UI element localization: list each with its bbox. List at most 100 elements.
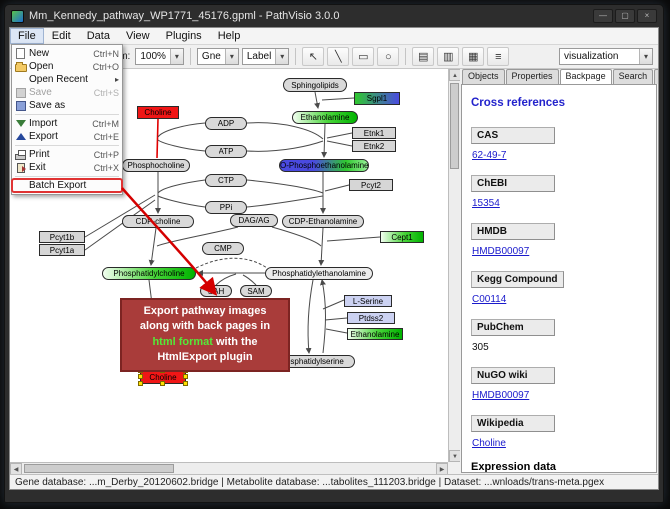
xref-link[interactable]: 15354 xyxy=(472,198,500,209)
pathway-node-pcyt2[interactable]: Pcyt2 xyxy=(349,179,393,191)
menu-item-print[interactable]: Print Ctrl+P xyxy=(12,148,122,161)
menu-view[interactable]: View xyxy=(125,30,150,42)
xref-link[interactable]: HMDB00097 xyxy=(472,246,530,257)
pathway-node-phosphocholine[interactable]: Phosphocholine xyxy=(122,159,190,172)
pathway-node-ctp[interactable]: CTP xyxy=(205,174,247,187)
menu-item-save-as[interactable]: Save as xyxy=(12,99,122,112)
pathway-node-cmp[interactable]: CMP xyxy=(202,242,244,255)
pathway-node-ptdss2[interactable]: Ptdss2 xyxy=(347,312,395,324)
menu-help[interactable]: Help xyxy=(217,30,241,42)
pathway-node-ethanolamine-2[interactable]: Ethanolamine xyxy=(347,328,403,340)
xref-link[interactable]: Choline xyxy=(472,438,506,449)
pathway-node-phosphatidylethanolamine[interactable]: Phosphatidylethanolamine xyxy=(265,267,373,280)
pathway-node-pcyt1a[interactable]: Pcyt1a xyxy=(39,244,85,256)
pathway-node-dag-ag[interactable]: DAG/AG xyxy=(230,214,278,227)
pathway-node-sphingolipids[interactable]: Sphingolipids xyxy=(283,78,347,92)
visualization-value: visualization xyxy=(564,51,619,62)
label-tool-select[interactable]: Label ▾ xyxy=(241,48,290,65)
align-horizontal-button[interactable]: ▤ xyxy=(412,47,435,66)
minimize-button[interactable]: — xyxy=(593,9,613,23)
distribute-button[interactable]: ≡ xyxy=(487,47,510,66)
tab-search[interactable]: Search xyxy=(612,69,654,84)
pathway-node-sam[interactable]: SAM xyxy=(240,285,272,297)
horizontal-scrollbar[interactable]: ◀ ▶ xyxy=(10,462,448,475)
menu-item-open[interactable]: Open Ctrl+O xyxy=(12,60,122,73)
menu-item-import[interactable]: Import Ctrl+M xyxy=(12,117,122,130)
selection-handle[interactable] xyxy=(183,381,188,386)
tab-objects[interactable]: Objects xyxy=(462,69,505,84)
pathway-node-atp[interactable]: ATP xyxy=(205,145,247,158)
pathway-canvas[interactable]: Export pathway images along with back pa… xyxy=(10,69,448,462)
xref-link[interactable]: 62-49-7 xyxy=(472,150,507,161)
menu-item-new[interactable]: New Ctrl+N xyxy=(12,47,122,60)
scroll-right-icon[interactable]: ▶ xyxy=(436,463,448,475)
stack-button[interactable]: ▦ xyxy=(462,47,485,66)
menu-separator xyxy=(15,145,119,146)
pathway-node-choline-top[interactable]: Choline xyxy=(137,106,179,119)
pathway-node-label: CTP xyxy=(218,176,234,185)
menu-item-open-recent[interactable]: Open Recent ▸ xyxy=(12,73,122,86)
pathway-node-label: L-Serine xyxy=(352,296,384,306)
align-vertical-button[interactable]: ▥ xyxy=(437,47,460,66)
datanode-type-select[interactable]: Gne ▾ xyxy=(196,48,239,65)
vertical-scroll-thumb[interactable] xyxy=(450,83,459,169)
title-bar[interactable]: Mm_Kennedy_pathway_WP1771_45176.gpml - P… xyxy=(5,5,663,27)
tab-properties[interactable]: Properties xyxy=(505,69,559,84)
line-tool-button[interactable]: ╲ xyxy=(327,47,350,66)
chevron-down-icon: ▾ xyxy=(224,49,238,64)
pathway-node-sgpl1[interactable]: Sgpl1 xyxy=(354,92,400,105)
menu-edit[interactable]: Edit xyxy=(51,30,71,42)
pathway-node-choline-selected[interactable]: Choline xyxy=(138,368,188,386)
exit-icon xyxy=(12,162,29,173)
pathway-node-cdp-choline[interactable]: CDP-choline xyxy=(122,215,194,228)
select-tool-button[interactable]: ↖ xyxy=(302,47,325,66)
pathway-node-label: ATP xyxy=(218,147,234,156)
vertical-scrollbar[interactable]: ▲ ▼ xyxy=(448,69,461,462)
scroll-down-icon[interactable]: ▼ xyxy=(449,450,461,462)
menu-item-batch-export[interactable]: Batch Export xyxy=(11,178,123,193)
menu-item-shortcut: Ctrl+P xyxy=(93,149,119,160)
scroll-up-icon[interactable]: ▲ xyxy=(449,69,461,81)
pathway-node-o-phosphoethanolamine[interactable]: O-Phosphoethanolamine xyxy=(279,159,369,172)
oval-tool-button[interactable]: ○ xyxy=(377,47,400,66)
submenu-arrow-icon: ▸ xyxy=(114,75,119,84)
pathway-node-phosphatidylcholine[interactable]: Phosphatidylcholine xyxy=(102,267,196,280)
horizontal-scroll-thumb[interactable] xyxy=(24,464,174,473)
pathway-node-label: Pcyt1a xyxy=(49,245,75,255)
zoom-select[interactable]: 100% ▾ xyxy=(135,48,184,65)
pathway-node-label: SAH xyxy=(207,286,225,296)
menu-plugins[interactable]: Plugins xyxy=(165,30,202,42)
pathway-node-cept1[interactable]: Cept1 xyxy=(380,231,424,243)
expression-data-heading: Expression data xyxy=(471,461,556,473)
menu-item-export[interactable]: Export Ctrl+E xyxy=(12,130,122,143)
pathway-node-ppi[interactable]: PPi xyxy=(205,201,247,214)
tab-legend[interactable]: Legend xyxy=(654,69,658,84)
pathway-node-l-serine[interactable]: L-Serine xyxy=(344,295,392,307)
menu-item-shortcut: Ctrl+S xyxy=(93,87,119,98)
pathway-node-ethanolamine[interactable]: Ethanolamine xyxy=(292,111,358,124)
selection-handle[interactable] xyxy=(138,381,143,386)
pathway-node-sah[interactable]: SAH xyxy=(200,285,232,297)
pathway-node-etnk2[interactable]: Etnk2 xyxy=(352,140,396,152)
rectangle-tool-button[interactable]: ▭ xyxy=(352,47,375,66)
maximize-button[interactable]: ▢ xyxy=(615,9,635,23)
close-button[interactable]: × xyxy=(637,9,657,23)
menu-data[interactable]: Data xyxy=(86,30,110,42)
menu-item-exit[interactable]: Exit Ctrl+X xyxy=(12,161,122,174)
tab-backpage[interactable]: Backpage xyxy=(559,69,612,84)
pathway-node-label: Ptdss2 xyxy=(358,313,384,323)
selection-handle[interactable] xyxy=(183,374,188,379)
menu-item-save[interactable]: Save Ctrl+S xyxy=(12,86,122,99)
pathway-node-cdp-ethanolamine[interactable]: CDP-Ethanolamine xyxy=(282,215,364,228)
pathway-node-adp[interactable]: ADP xyxy=(205,117,247,130)
pathway-node-etnk1[interactable]: Etnk1 xyxy=(352,127,396,139)
annotation-highlight: html format xyxy=(152,335,213,348)
selection-handle[interactable] xyxy=(138,374,143,379)
status-bar: Gene database: ...m_Derby_20120602.bridg… xyxy=(10,474,658,489)
pathway-node-pcyt1b[interactable]: Pcyt1b xyxy=(39,231,85,243)
xref-link[interactable]: HMDB00097 xyxy=(472,390,530,401)
xref-link[interactable]: C00114 xyxy=(472,294,507,305)
selection-handle[interactable] xyxy=(160,381,165,386)
menu-file[interactable]: File xyxy=(10,28,44,44)
visualization-select[interactable]: visualization ▾ xyxy=(559,48,653,65)
